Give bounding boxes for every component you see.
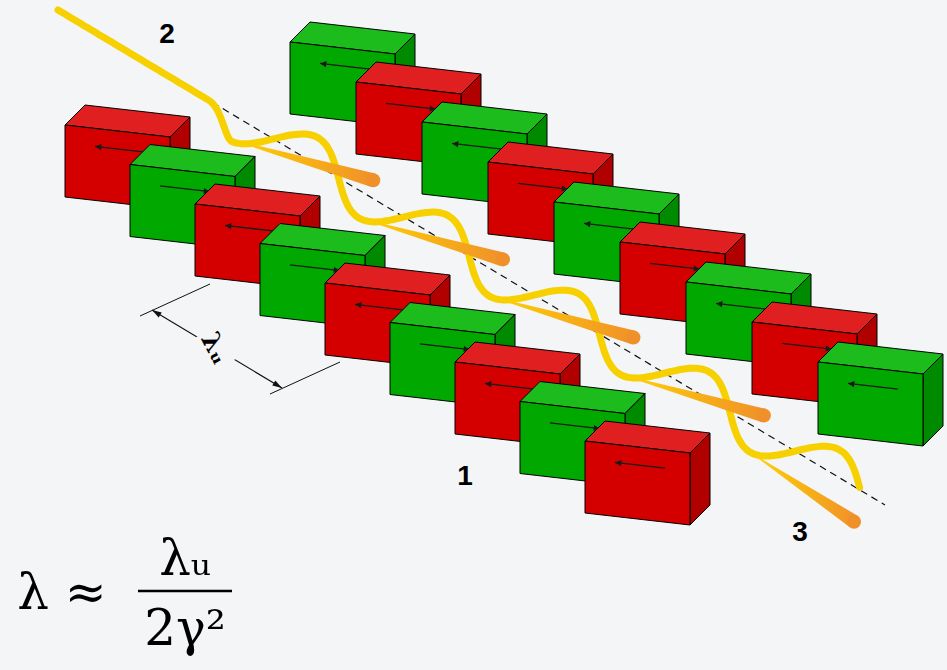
cone-end: [626, 330, 640, 344]
front-magnet-row: [65, 105, 710, 525]
fraction-bar: [138, 590, 232, 593]
period-dimension: [140, 284, 340, 394]
radiation-cone: [489, 296, 635, 344]
formula-text: λ ≈: [17, 567, 106, 617]
cone-end: [366, 173, 380, 187]
back-magnet-row: [290, 22, 943, 446]
radiation-cone: [620, 374, 766, 422]
cone-end: [757, 409, 771, 423]
cone-end: [847, 515, 861, 529]
magnet-block: [585, 421, 710, 525]
callout-number: 3: [792, 518, 808, 546]
formula-denominator: 2γ²: [144, 603, 226, 653]
magnet-block: [818, 342, 943, 446]
radiation-cones: [229, 139, 861, 529]
formula-numerator: λᵤ: [159, 533, 211, 583]
callout-number: 2: [159, 20, 175, 48]
callout-number: 1: [457, 462, 473, 490]
period-label: λᵤ: [195, 325, 237, 371]
radiation-cone: [750, 452, 858, 527]
radiation-cone: [359, 218, 505, 266]
radiation-cone: [229, 139, 375, 187]
electron-path: [58, 10, 860, 487]
beam-axis: [58, 10, 885, 505]
cone-end: [496, 252, 510, 266]
